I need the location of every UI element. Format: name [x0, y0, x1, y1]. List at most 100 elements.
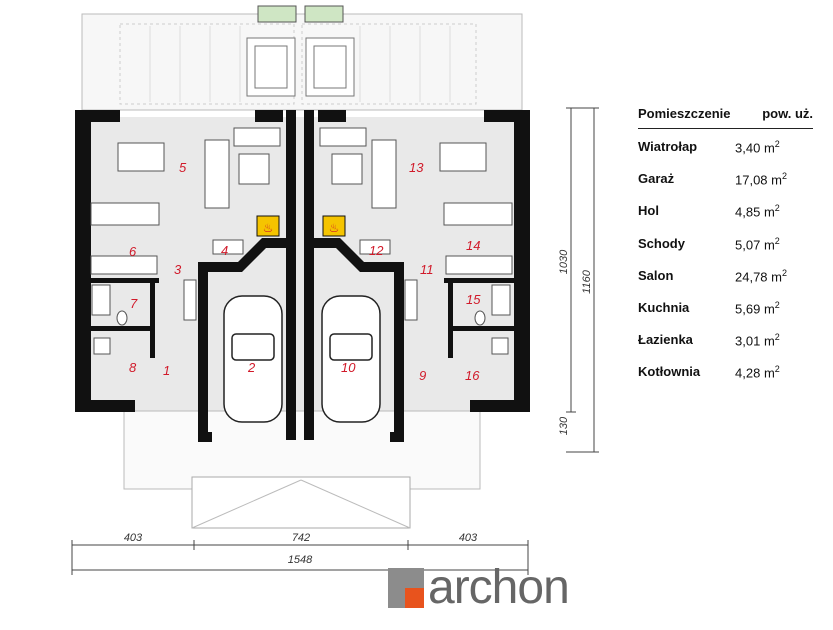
room-area-unit-exponent: 2	[774, 139, 780, 149]
archon-logo: archon	[388, 561, 570, 614]
area-row: Salon 24,78 m2	[638, 268, 813, 300]
area-row: Schody 5,07 m2	[638, 236, 813, 268]
room-area-unit-exponent: 2	[782, 267, 788, 278]
room-number-13: 13	[409, 160, 424, 175]
header-room: Pomieszczenie	[638, 106, 731, 121]
room-name: Salon	[638, 267, 674, 283]
room-name: Kuchnia	[638, 299, 690, 315]
dimension-height-porch: 130	[558, 416, 570, 435]
kitchen-right	[443, 202, 513, 275]
planter-right	[304, 5, 344, 23]
room-area-unit: m	[763, 204, 775, 220]
room-area: 3,40 m2	[735, 139, 780, 155]
planter-left	[257, 5, 297, 23]
room-area-unit-exponent: 2	[774, 332, 780, 343]
room-area-unit-exponent: 2	[774, 203, 780, 214]
room-name: Schody	[638, 235, 685, 251]
dining-table-right	[439, 142, 487, 172]
stairs-right	[359, 239, 418, 321]
room-number-4: 4	[221, 243, 228, 258]
fire-icon: ♨	[329, 221, 340, 235]
room-area-unit: m	[771, 269, 783, 285]
car-left	[223, 295, 283, 423]
room-name: Wiatrołap	[638, 139, 698, 154]
terrace-pergola-left	[119, 23, 295, 105]
dimension-width-left: 403	[124, 532, 143, 544]
garage-walls	[198, 238, 404, 442]
room-area-unit: m	[763, 140, 775, 156]
room-name: Kotłownia	[638, 364, 701, 380]
room-area-unit: m	[763, 365, 775, 381]
room-area-value: 17,08	[735, 172, 768, 188]
fire-icon: ♨	[263, 221, 274, 235]
car-right	[321, 295, 381, 423]
room-area-unit: m	[763, 236, 775, 252]
room-area-unit-exponent: 2	[774, 235, 780, 246]
interior-walls	[91, 278, 514, 358]
room-area: 5,07 m2	[735, 236, 780, 252]
kitchen-left	[90, 202, 160, 275]
room-number-15: 15	[466, 292, 481, 307]
room-number-6: 6	[129, 244, 137, 259]
bathroom-fixtures	[91, 284, 511, 355]
room-area: 3,01 m2	[735, 332, 780, 348]
room-area-value: 5,07	[735, 236, 761, 252]
room-area-unit-exponent: 2	[774, 299, 780, 310]
room-area-unit: m	[763, 301, 775, 317]
stairs-left	[183, 239, 244, 321]
room-area-value: 5,69	[735, 301, 761, 317]
archon-logo-text: archon	[428, 561, 570, 614]
dimension-lines	[71, 107, 599, 575]
area-row: Garaż 17,08 m2	[638, 171, 813, 203]
room-area-value: 4,28	[735, 365, 761, 381]
room-area-value: 24,78	[735, 269, 768, 285]
header-area: pow. uż.	[762, 106, 813, 121]
room-area: 4,28 m2	[735, 364, 780, 380]
dining-table-left	[117, 142, 165, 172]
outer-walls	[75, 110, 530, 440]
room-number-12: 12	[369, 243, 384, 258]
area-table-header: Pomieszczenie pow. uż.	[638, 106, 813, 129]
room-number-1: 1	[163, 363, 170, 378]
room-number-7: 7	[130, 296, 138, 311]
room-area: 5,69 m2	[735, 300, 780, 316]
room-number-2: 2	[247, 360, 256, 375]
room-area-value: 4,85	[735, 204, 761, 220]
room-number-9: 9	[419, 368, 426, 383]
outdoor-sofa-right	[305, 37, 355, 97]
area-row: Hol 4,85 m2	[638, 203, 813, 235]
terrace-pergola-right	[301, 23, 477, 105]
room-area-unit: m	[763, 333, 775, 349]
area-row: Wiatrołap 3,40 m2	[638, 139, 813, 171]
dimension-height-main: 1030	[558, 249, 570, 274]
room-area-value: 3,40	[735, 140, 761, 156]
room-area-unit-exponent: 2	[782, 171, 788, 182]
room-area-unit: m	[771, 172, 783, 188]
sofa-left	[204, 127, 281, 209]
outdoor-sofa-left	[246, 37, 296, 97]
room-number-11: 11	[420, 262, 434, 277]
room-area: 4,85 m2	[735, 203, 780, 219]
room-name: Garaż	[638, 171, 675, 187]
porch	[123, 410, 481, 490]
room-area: 17,08 m2	[735, 171, 787, 187]
fireplace-right	[322, 215, 346, 237]
dimension-width-right: 403	[459, 532, 478, 544]
area-row: Kuchnia 5,69 m2	[638, 300, 813, 332]
room-number-3: 3	[174, 262, 182, 277]
room-name: Hol	[638, 203, 659, 219]
fireplace-left	[256, 215, 280, 237]
area-row: Kotłownia 4,28 m2	[638, 364, 813, 396]
room-number-10: 10	[341, 360, 356, 375]
room-area-unit-exponent: 2	[774, 364, 780, 375]
room-number-8: 8	[129, 360, 137, 375]
sofa-right	[319, 127, 397, 209]
room-number-5: 5	[179, 160, 187, 175]
room-number-14: 14	[466, 238, 480, 253]
entrance-canopy	[191, 476, 411, 529]
room-area: 24,78 m2	[735, 268, 787, 284]
